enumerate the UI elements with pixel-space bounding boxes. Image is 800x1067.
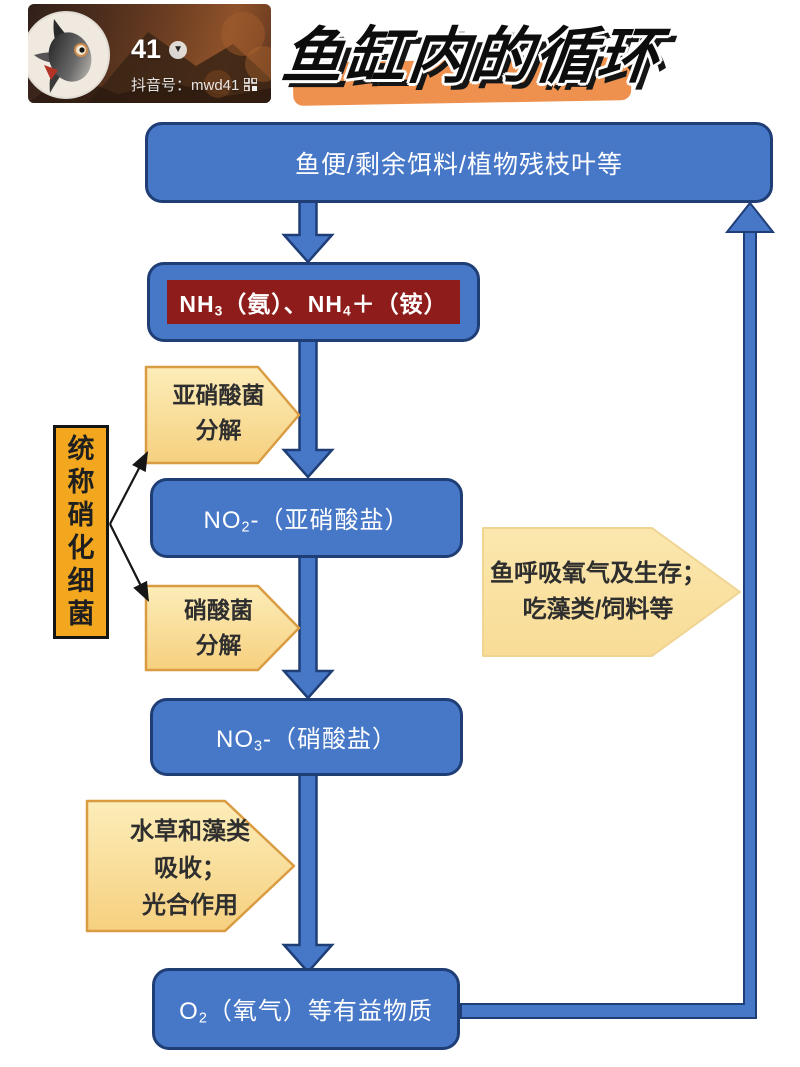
pentagon-plants-absorb-label: 水草和藻类 吸收； 光合作用 — [130, 818, 250, 920]
mountain-scenery-image — [28, 12, 271, 103]
arrow-nitrate-to-oxygen — [281, 772, 335, 974]
box-waste-label: 鱼便/剩余饵料/植物残枝叶等 — [295, 150, 623, 179]
qr-code-icon — [244, 78, 258, 91]
page-title: 鱼缸内的循环 — [278, 22, 665, 90]
return-arrow-head — [724, 201, 776, 233]
box-ammonia-label: NH3（氨）、NH4＋（铵） — [167, 280, 460, 324]
profile-banner: 41 ▼ 抖音号：mwd41 — [28, 4, 271, 103]
box-ammonia: NH3（氨）、NH4＋（铵） — [147, 262, 480, 342]
side-box-nitrifying-bacteria: 统称硝化细菌 — [53, 425, 109, 639]
box-oxygen-label: O2（氧气）等有益物质 — [179, 998, 433, 1027]
account-id-label: 抖音号：mwd41 — [131, 77, 240, 94]
side-box-label: 统称硝化细菌 — [67, 434, 95, 629]
box-nitrite: NO2-（亚硝酸盐） — [150, 478, 463, 558]
dropdown-caret-icon[interactable]: ▼ — [169, 40, 188, 59]
angelfish-avatar-art — [34, 19, 92, 93]
box-nitrite-label: NO2-（亚硝酸盐） — [203, 507, 410, 536]
box-waste: 鱼便/剩余饵料/植物残枝叶等 — [145, 122, 773, 203]
pentagon-nitrate-bacteria-label: 硝酸菌 分解 — [184, 597, 253, 658]
box-nitrate: NO3-（硝酸盐） — [150, 698, 463, 776]
box-oxygen: O2（氧气）等有益物质 — [152, 968, 460, 1050]
pentagon-fish-breathe-label: 鱼呼吸氧气及生存； 吃藻类/饲料等 — [490, 560, 706, 623]
box-nitrate-label: NO3-（硝酸盐） — [215, 726, 397, 755]
avatar — [28, 11, 110, 99]
pentagon-nitrite-bacteria-label: 亚硝酸菌 分解 — [172, 382, 265, 443]
side-arrow-to-nitrite-bacteria — [109, 451, 149, 525]
arrow-ammonia-to-nitrite — [281, 338, 335, 479]
side-arrow-to-nitrate-bacteria — [109, 523, 149, 602]
username: 41 — [131, 34, 162, 64]
arrow-nitrite-to-nitrate — [281, 554, 335, 700]
arrow-waste-to-ammonia — [281, 198, 335, 264]
